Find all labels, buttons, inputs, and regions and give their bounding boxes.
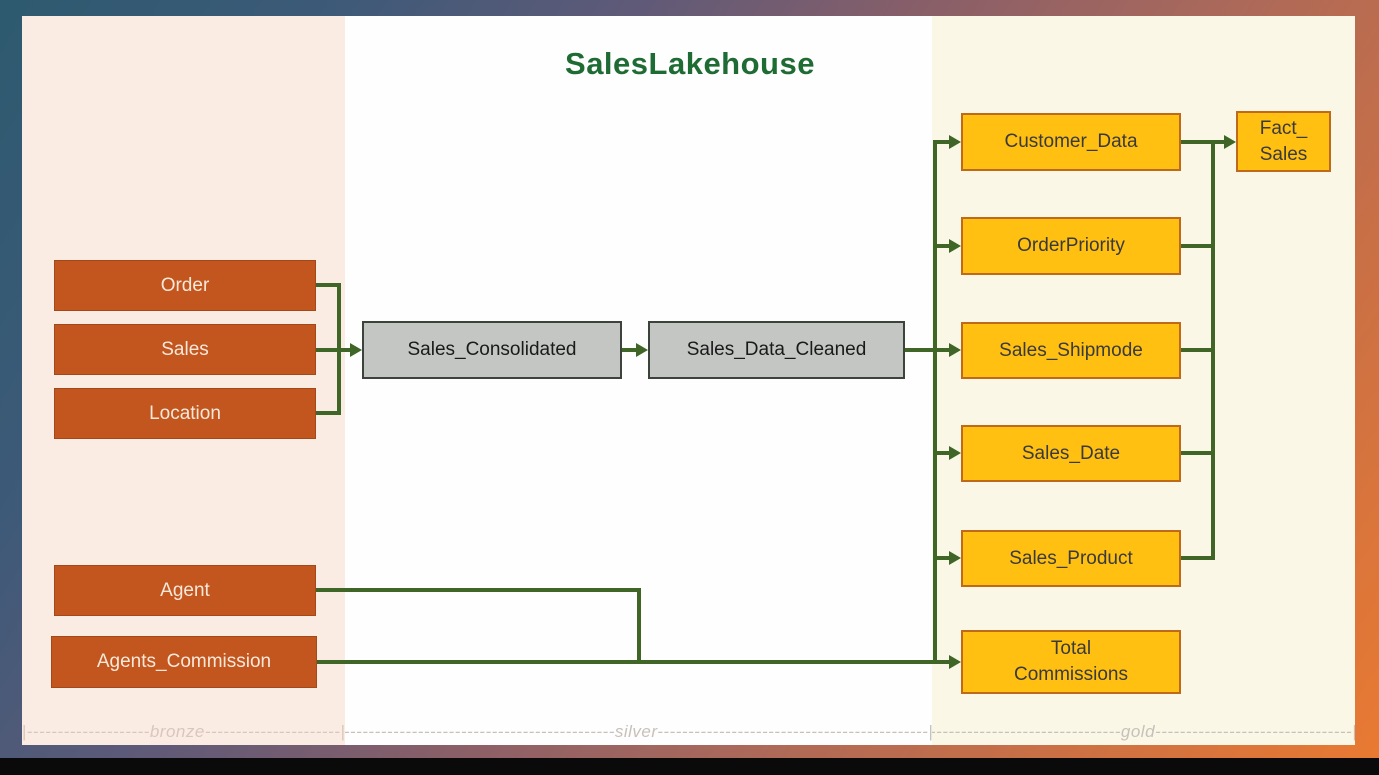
bronze-zone bbox=[22, 16, 345, 745]
edge-agents-commission-horizontal bbox=[317, 660, 949, 664]
edge-branch-order-priority bbox=[933, 244, 949, 248]
node-sales-shipmode: Sales_Shipmode bbox=[961, 322, 1181, 379]
bottom-letterbox-bar bbox=[0, 758, 1379, 775]
edge-branch-sales-product bbox=[933, 556, 949, 560]
edge-branch-sales-date bbox=[933, 451, 949, 455]
silver-layer-label: ----------------------------------------… bbox=[345, 722, 932, 741]
node-sales-date: Sales_Date bbox=[961, 425, 1181, 482]
arrowhead-into-total-commissions bbox=[949, 655, 961, 669]
edge-shipmode-stub bbox=[1181, 348, 1215, 352]
edge-agent-vertical bbox=[637, 588, 641, 664]
bronze-layer-label: |--------------------bronze-------------… bbox=[22, 722, 345, 741]
edge-cleaned-to-gold bbox=[905, 348, 949, 352]
arrowhead-into-sales-date bbox=[949, 446, 961, 460]
node-agents-commission: Agents_Commission bbox=[51, 636, 317, 688]
edge-salesdate-stub bbox=[1181, 451, 1215, 455]
node-order: Order bbox=[54, 260, 316, 311]
edge-sales-to-consolidated bbox=[316, 348, 350, 352]
edge-consolidated-to-cleaned bbox=[622, 348, 636, 352]
node-sales-product: Sales_Product bbox=[961, 530, 1181, 587]
node-sales: Sales bbox=[54, 324, 316, 375]
arrowhead-into-sales-shipmode bbox=[949, 343, 961, 357]
node-sales-consolidated: Sales_Consolidated bbox=[362, 321, 622, 379]
edge-customer-to-fact bbox=[1181, 140, 1224, 144]
arrowhead-into-order-priority bbox=[949, 239, 961, 253]
edge-agent-horizontal bbox=[316, 588, 641, 592]
node-order-priority: OrderPriority bbox=[961, 217, 1181, 275]
node-sales-data-cleaned: Sales_Data_Cleaned bbox=[648, 321, 905, 379]
node-location: Location bbox=[54, 388, 316, 439]
edge-branch-customer-data bbox=[933, 140, 949, 144]
node-customer-data: Customer_Data bbox=[961, 113, 1181, 171]
edge-orderpriority-stub bbox=[1181, 244, 1215, 248]
node-agent: Agent bbox=[54, 565, 316, 616]
arrowhead-into-sales-consolidated bbox=[350, 343, 362, 357]
arrowhead-into-fact-sales bbox=[1224, 135, 1236, 149]
gold-layer-label: -------------------------------gold-----… bbox=[932, 722, 1355, 741]
node-fact-sales: Fact_ Sales bbox=[1236, 111, 1331, 172]
edge-order-stub bbox=[316, 283, 341, 287]
edge-location-stub bbox=[316, 411, 341, 415]
arrowhead-into-sales-product bbox=[949, 551, 961, 565]
node-total-commissions: Total Commissions bbox=[961, 630, 1181, 694]
edge-gold-distribution-vertical bbox=[933, 140, 937, 664]
arrowhead-into-sales-data-cleaned bbox=[636, 343, 648, 357]
edge-salesproduct-stub bbox=[1181, 556, 1215, 560]
diagram-canvas: SalesLakehouse bbox=[22, 16, 1355, 745]
page-title: SalesLakehouse bbox=[565, 46, 815, 81]
arrowhead-into-customer-data bbox=[949, 135, 961, 149]
